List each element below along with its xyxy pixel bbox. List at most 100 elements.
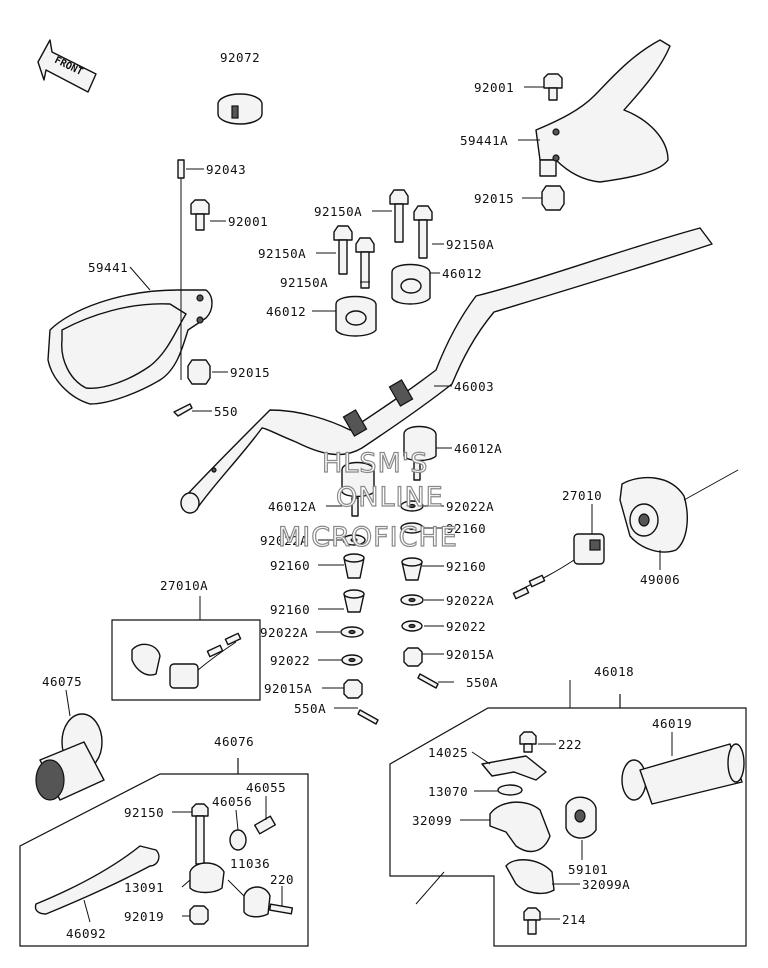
label-92015-left: 92015 xyxy=(230,365,270,380)
label-92022A-left-1: 92022A xyxy=(260,533,308,548)
label-32099A: 32099A xyxy=(582,877,630,892)
label-46012-left: 46012 xyxy=(266,304,306,319)
washer-92022A-left-2[interactable] xyxy=(340,626,364,638)
label-222: 222 xyxy=(558,737,582,752)
bolt-92150A-4[interactable] xyxy=(355,237,375,289)
label-14025: 14025 xyxy=(428,745,468,760)
throttle-housing-49006[interactable] xyxy=(619,469,739,553)
label-214: 214 xyxy=(562,912,586,927)
pulley-59101[interactable] xyxy=(565,796,597,839)
label-11036: 11036 xyxy=(230,856,270,871)
label-92160-right-1: 92160 xyxy=(446,521,486,536)
label-550: 550 xyxy=(214,404,238,419)
watermark-line-3: MICROFICHE xyxy=(278,522,458,553)
label-13070: 13070 xyxy=(428,784,468,799)
screw-222[interactable] xyxy=(519,731,537,753)
cotter-pin-550[interactable] xyxy=(173,403,193,417)
watermark: HLSM'S ONLINE MICROFICHE xyxy=(277,447,458,553)
washer-92022-left[interactable] xyxy=(341,654,363,666)
damper-92160-left-2[interactable] xyxy=(343,589,365,613)
label-46055: 46055 xyxy=(246,780,286,795)
screw-214[interactable] xyxy=(523,907,541,935)
label-32099: 32099 xyxy=(412,813,452,828)
washer-92160-right-1[interactable] xyxy=(400,522,424,534)
label-92022-left: 92022 xyxy=(270,653,310,668)
label-46075: 46075 xyxy=(42,674,82,689)
label-46019: 46019 xyxy=(652,716,692,731)
group-box-46018 xyxy=(389,694,747,947)
switch-27010A[interactable] xyxy=(131,632,242,689)
nut-92015A-right[interactable] xyxy=(403,647,423,667)
label-46012A-left: 46012A xyxy=(268,499,316,514)
label-46003: 46003 xyxy=(454,379,494,394)
label-46012A-right: 46012A xyxy=(454,441,502,456)
clamp-46012A-right[interactable] xyxy=(403,425,437,481)
hand-guard-59441[interactable] xyxy=(47,289,213,405)
label-92150A-3: 92150A xyxy=(258,246,306,261)
bolt-220[interactable] xyxy=(268,903,294,915)
hand-guard-59441A[interactable] xyxy=(535,39,671,183)
label-49006: 49006 xyxy=(640,572,680,587)
label-59441A: 59441A xyxy=(460,133,508,148)
grip-46019[interactable] xyxy=(621,743,745,805)
label-92150A-2: 92150A xyxy=(446,237,494,252)
bolt-92001-right[interactable] xyxy=(543,73,563,101)
watermark-line-1: HLSM'S xyxy=(322,448,428,479)
adjuster-46056[interactable] xyxy=(229,829,247,851)
bolt-92150A-3[interactable] xyxy=(333,225,353,275)
bolt-92150A-2[interactable] xyxy=(413,205,433,259)
label-92043: 92043 xyxy=(206,162,246,177)
label-27010: 27010 xyxy=(562,488,602,503)
bolt-46055[interactable] xyxy=(254,815,276,835)
cotter-pin-550A-left[interactable] xyxy=(357,709,379,725)
label-92160-left-1: 92160 xyxy=(270,558,310,573)
guide-13070[interactable] xyxy=(497,784,523,796)
label-59441: 59441 xyxy=(88,260,128,275)
label-92019: 92019 xyxy=(124,909,164,924)
label-92015A-left: 92015A xyxy=(264,681,312,696)
label-92160-left-2: 92160 xyxy=(270,602,310,617)
nut-92015A-left[interactable] xyxy=(343,679,363,699)
clamp-46012-upper-left[interactable] xyxy=(335,295,377,337)
label-92150: 92150 xyxy=(124,805,164,820)
housing-32099A[interactable] xyxy=(505,859,555,895)
switch-27010[interactable] xyxy=(512,533,605,600)
label-46092: 46092 xyxy=(66,926,106,941)
washer-92022A-right-2[interactable] xyxy=(400,594,424,606)
label-92001-right: 92001 xyxy=(474,80,514,95)
group-box-46076 xyxy=(19,758,309,947)
nut-92015-right[interactable] xyxy=(541,185,565,211)
label-46056: 46056 xyxy=(212,794,252,809)
washer-92022A-left-1[interactable] xyxy=(342,534,366,546)
washer-92022-right[interactable] xyxy=(401,620,423,632)
handlebar-46003[interactable] xyxy=(180,227,713,514)
watermark-line-2: ONLINE xyxy=(336,482,444,513)
clamp-11036[interactable] xyxy=(243,886,271,918)
cotter-pin-550A-right[interactable] xyxy=(417,673,439,689)
housing-32099[interactable] xyxy=(489,801,551,853)
damper-92160-left-1[interactable] xyxy=(343,553,365,579)
label-92160-right-2: 92160 xyxy=(446,559,486,574)
bracket-13091[interactable] xyxy=(189,862,225,894)
damper-92160-right[interactable] xyxy=(401,557,423,581)
bolt-92001-left[interactable] xyxy=(190,199,210,231)
bolt-92150-lever[interactable] xyxy=(191,803,209,865)
label-46012-right: 46012 xyxy=(442,266,482,281)
clamp-46012-upper-right[interactable] xyxy=(391,263,431,305)
label-92015A-right: 92015A xyxy=(446,647,494,662)
grip-46075[interactable] xyxy=(35,713,105,801)
group-box-27010A xyxy=(111,596,261,701)
leader-lines xyxy=(65,86,673,923)
pin-92043[interactable] xyxy=(177,159,185,380)
nut-92019[interactable] xyxy=(189,905,209,925)
washer-92022A-right-1[interactable] xyxy=(400,500,424,512)
lever-46092[interactable] xyxy=(34,845,160,915)
clamp-ring-92072[interactable] xyxy=(217,93,263,125)
label-92022-right: 92022 xyxy=(446,619,486,634)
nut-92015-left[interactable] xyxy=(187,359,211,385)
bracket-14025[interactable] xyxy=(481,755,547,781)
bolt-92150A-1[interactable] xyxy=(389,189,409,243)
clamp-46012A-left[interactable] xyxy=(341,461,375,517)
label-550A-left: 550A xyxy=(294,701,326,716)
label-46076: 46076 xyxy=(214,734,254,749)
